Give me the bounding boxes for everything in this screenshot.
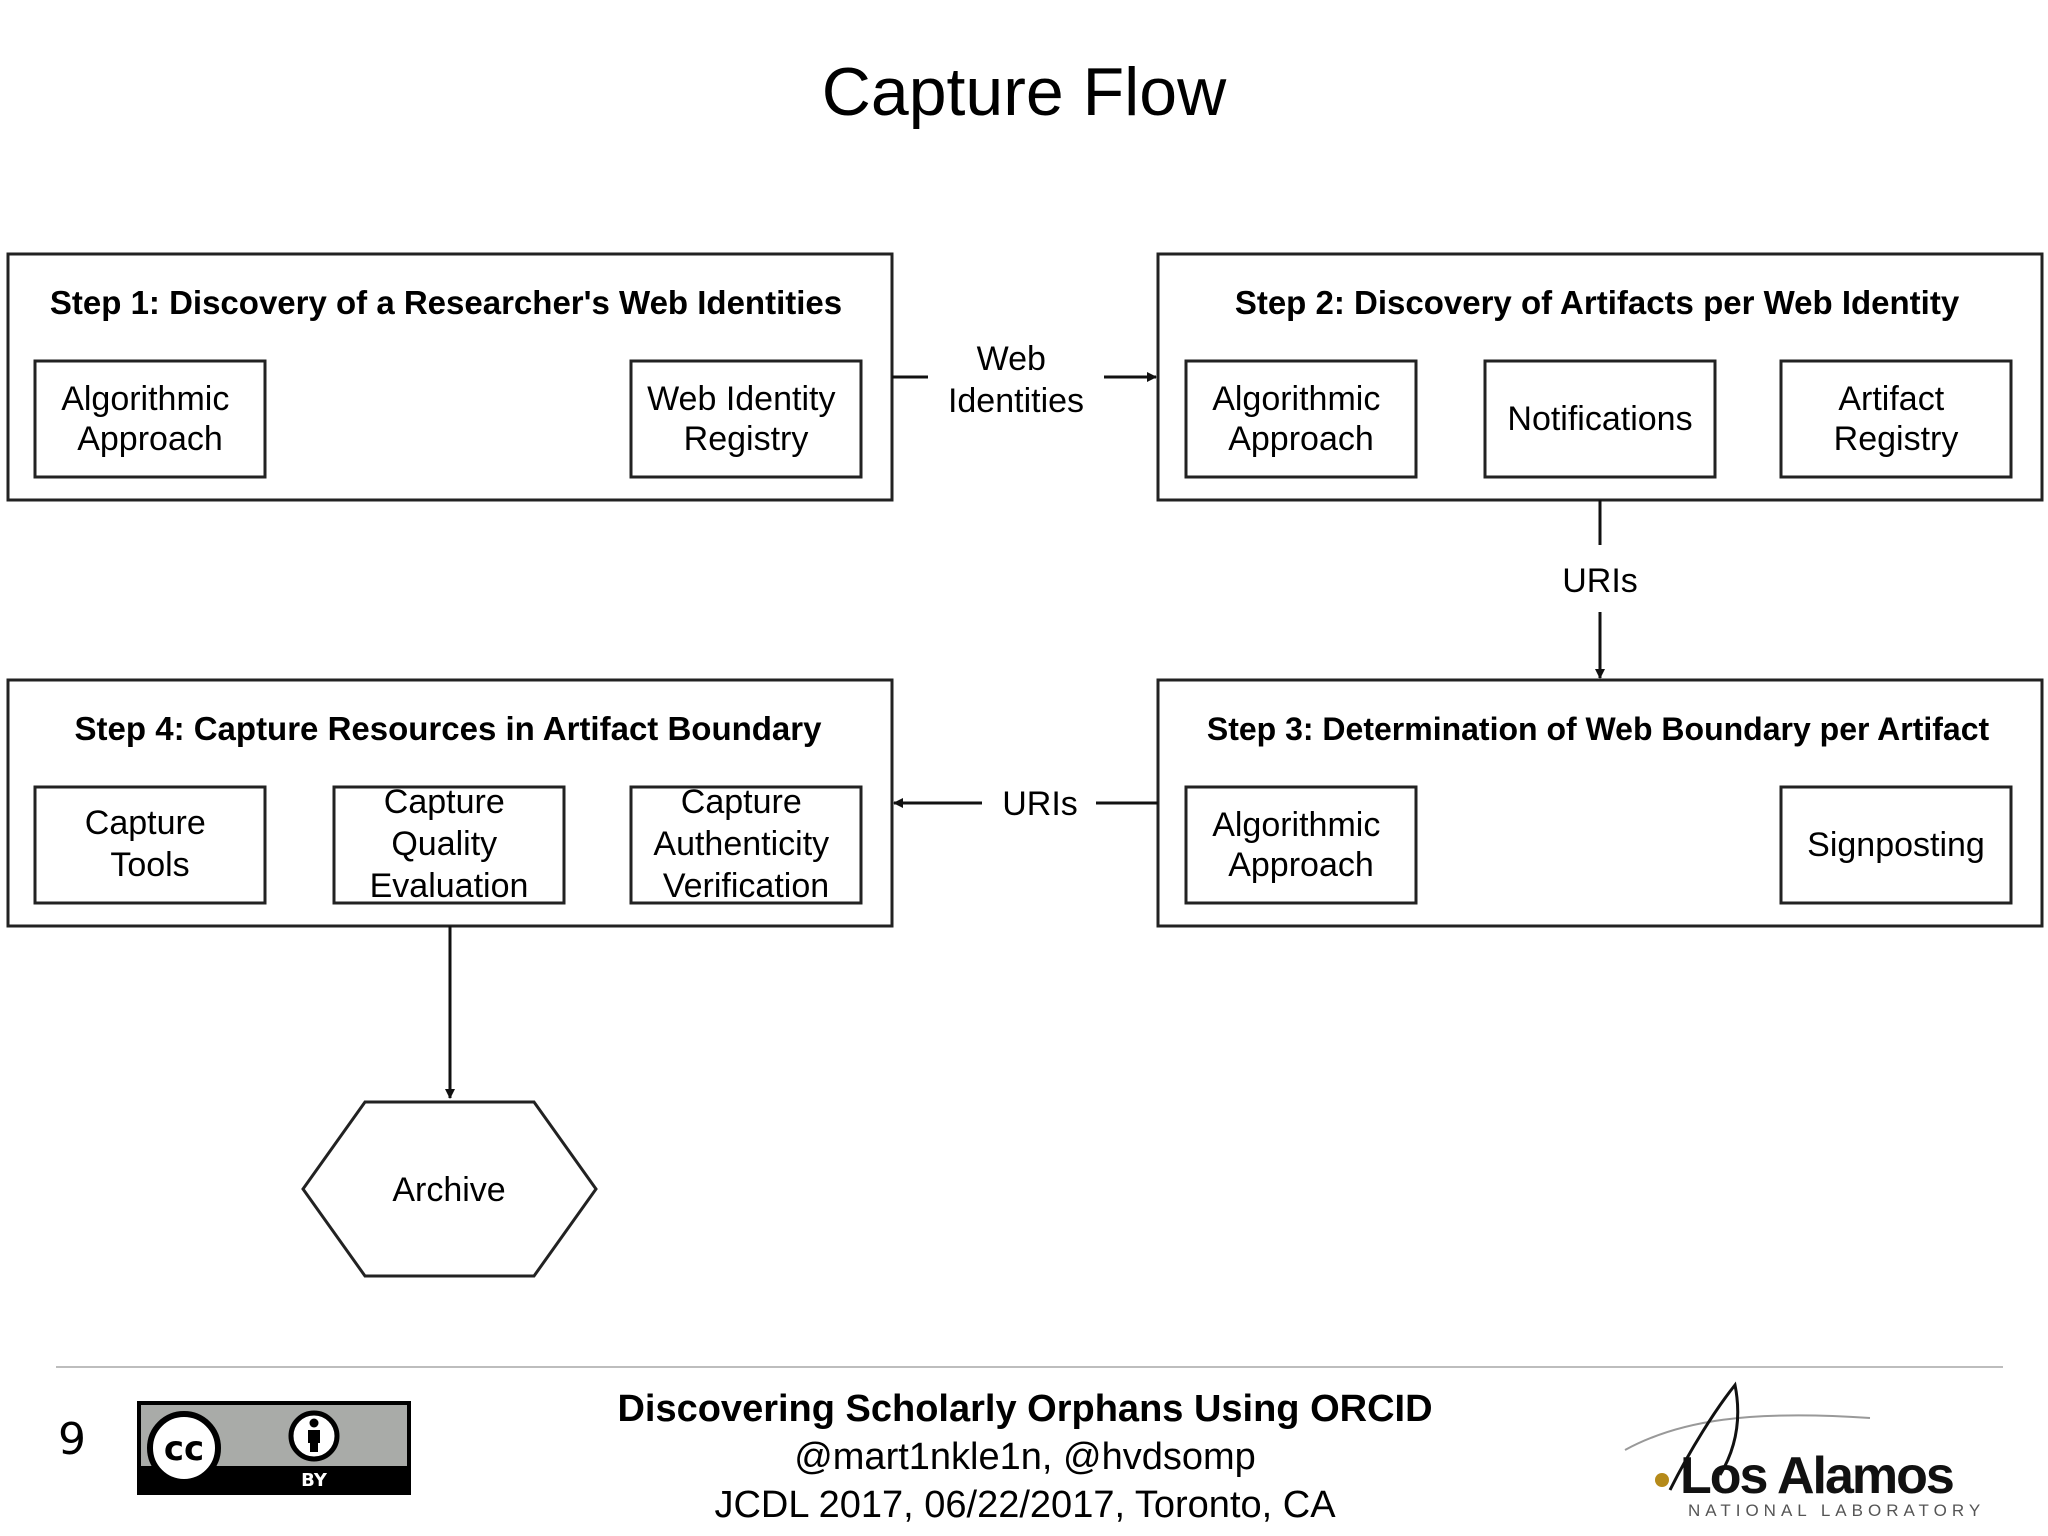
step4-box-capture-tools: Capture Tools bbox=[33, 785, 267, 905]
archive-label: Archive bbox=[392, 1171, 505, 1209]
archive-node: Archive bbox=[301, 1100, 598, 1278]
step1-title: Step 1: Discovery of a Researcher's Web … bbox=[50, 284, 842, 321]
step2-title: Step 2: Discovery of Artifacts per Web I… bbox=[1235, 284, 1960, 321]
cc-by-license-badge: cc BY bbox=[137, 1401, 411, 1495]
edge-step3-to-step4: URIs bbox=[893, 785, 1158, 823]
step3-box-algorithmic-approach: Algorithmic Approach bbox=[1184, 785, 1418, 905]
svg-text:Algorithmic Approach: Algorithmic Approach bbox=[1212, 380, 1390, 458]
svg-text:Algorithmic Approach: Algorithmic Approach bbox=[1212, 806, 1390, 884]
attribution-person-icon bbox=[288, 1410, 340, 1462]
edge-label-uris-vertical: URIs bbox=[1562, 562, 1638, 600]
edge-step2-to-step3: URIs bbox=[1562, 500, 1638, 679]
svg-text:Notifications: Notifications bbox=[1507, 400, 1692, 438]
svg-text:Signposting: Signposting bbox=[1807, 826, 1985, 864]
cc-icon: cc bbox=[147, 1411, 221, 1485]
edge-step1-to-step2: Web Identities bbox=[892, 340, 1157, 420]
capture-flow-diagram: Step 1: Discovery of a Researcher's Web … bbox=[6, 252, 2044, 1278]
svg-text:Capture Authenticity: Capture Authenticity Verification bbox=[653, 783, 838, 905]
svg-text:Los Alamos: Los Alamos bbox=[1680, 1447, 1953, 1505]
svg-text:Artifact Registry: Artifact Registry bbox=[1834, 380, 1959, 458]
step3-title: Step 3: Determination of Web Boundary pe… bbox=[1207, 711, 1990, 747]
edge-label-web-identities: Web Identities bbox=[948, 340, 1084, 420]
svg-text:Capture Tools: Capture Tools bbox=[85, 804, 215, 884]
los-alamos-logo: Los Alamos NATIONAL LABORATORY bbox=[1624, 1381, 1985, 1520]
svg-text:cc: cc bbox=[164, 1429, 204, 1469]
page-number: 9 bbox=[58, 1414, 86, 1465]
step2-box-artifact-registry: Artifact Registry bbox=[1779, 359, 2013, 479]
step2-container: Step 2: Discovery of Artifacts per Web I… bbox=[1156, 252, 2044, 502]
slide-title: Capture Flow bbox=[821, 54, 1227, 130]
edge-label-uris-horizontal: URIs bbox=[1002, 785, 1078, 823]
step4-title: Step 4: Capture Resources in Artifact Bo… bbox=[75, 710, 823, 747]
step2-box-notifications: Notifications bbox=[1483, 359, 1717, 479]
svg-text:Capture Quality: Capture Quality Evaluation bbox=[370, 783, 529, 905]
by-label: BY bbox=[301, 1470, 328, 1491]
step2-box-algorithmic-approach: Algorithmic Approach bbox=[1184, 359, 1418, 479]
footer-divider bbox=[56, 1366, 2003, 1368]
step1-box-web-identity-registry: Web Identity Registry bbox=[629, 359, 863, 479]
svg-text:NATIONAL LABORATORY: NATIONAL LABORATORY bbox=[1688, 1501, 1985, 1520]
footer-credits: Discovering Scholarly Orphans Using ORCI… bbox=[600, 1385, 1450, 1529]
step4-box-capture-authenticity-verification: Capture Authenticity Verification bbox=[629, 783, 863, 905]
author-handles: @mart1nkle1n, @hvdsomp bbox=[794, 1436, 1256, 1478]
svg-text:Algorithmic Approach: Algorithmic Approach bbox=[61, 380, 239, 458]
step4-container: Step 4: Capture Resources in Artifact Bo… bbox=[6, 678, 894, 928]
step1-container: Step 1: Discovery of a Researcher's Web … bbox=[6, 252, 894, 502]
presentation-title: Discovering Scholarly Orphans Using ORCI… bbox=[617, 1388, 1433, 1430]
step1-box-algorithmic-approach: Algorithmic Approach bbox=[33, 359, 267, 479]
venue-date: JCDL 2017, 06/22/2017, Toronto, CA bbox=[714, 1484, 1336, 1526]
svg-text:Web Identity Registry: Web Identity Registry bbox=[647, 380, 845, 458]
step4-box-capture-quality-evaluation: Capture Quality Evaluation bbox=[332, 783, 566, 905]
step3-box-signposting: Signposting bbox=[1779, 785, 2013, 905]
step3-container: Step 3: Determination of Web Boundary pe… bbox=[1156, 678, 2044, 928]
